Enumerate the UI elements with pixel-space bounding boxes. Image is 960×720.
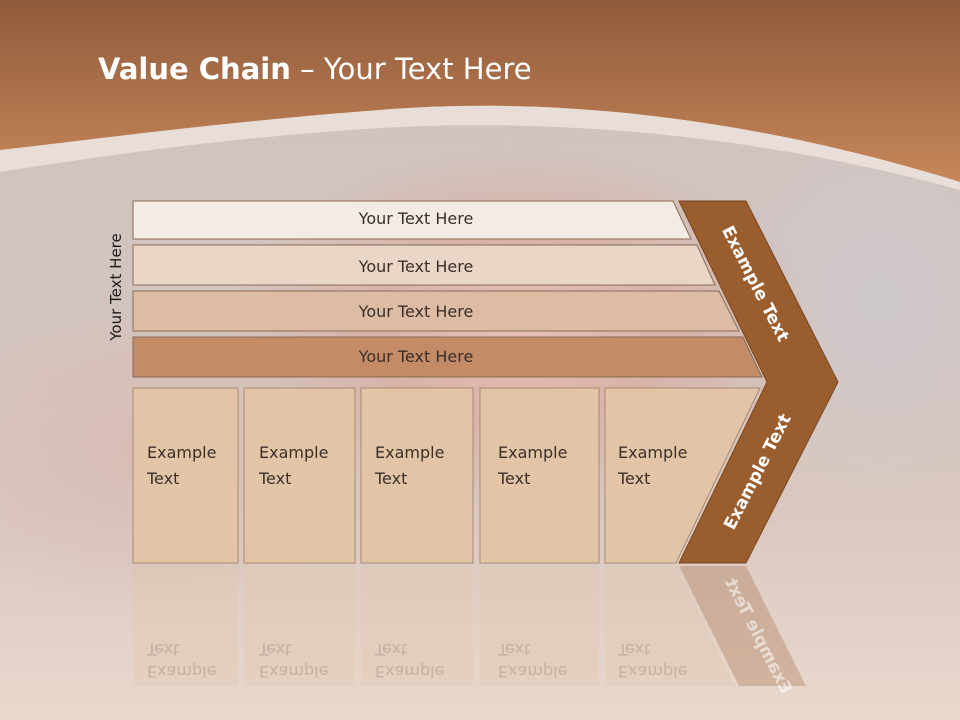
cell-box-2 bbox=[243, 387, 356, 564]
page-title: Value Chain – Your Text Here bbox=[98, 52, 532, 86]
row-bar-2 bbox=[132, 244, 716, 286]
cell-box-5 bbox=[604, 387, 761, 564]
reflection bbox=[133, 566, 806, 686]
row-bar-4 bbox=[132, 336, 763, 378]
row-bar-1 bbox=[132, 200, 692, 240]
header-band bbox=[0, 0, 960, 190]
row-label-4: Your Text Here bbox=[358, 347, 474, 366]
row-label-2: Your Text Here bbox=[358, 257, 474, 276]
chevron-arrow bbox=[678, 200, 839, 564]
cell-box-4 bbox=[479, 387, 600, 564]
row-label-3: Your Text Here bbox=[358, 302, 474, 321]
cell-box-3 bbox=[360, 387, 474, 564]
cell-box-1 bbox=[132, 387, 239, 564]
row-bar-3 bbox=[132, 290, 740, 332]
row-label-1: Your Text Here bbox=[358, 209, 474, 228]
